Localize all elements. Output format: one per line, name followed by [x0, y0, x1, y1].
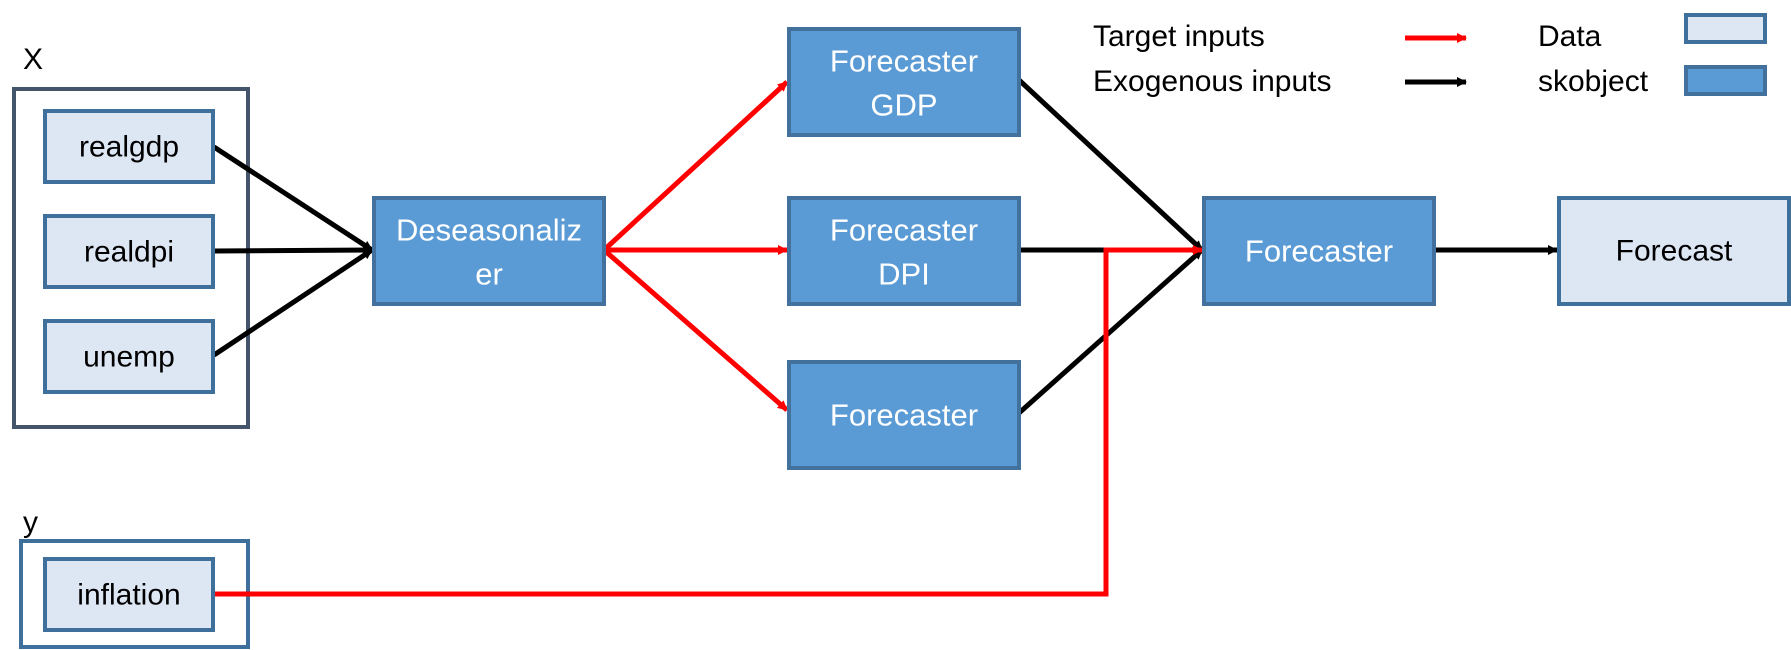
- node-forecaster-gdp: Forecaster GDP: [787, 27, 1021, 137]
- node-forecaster-dpi-label-line2: DPI: [878, 257, 930, 292]
- node-realdpi: realdpi: [43, 214, 215, 289]
- node-unemp-box: [43, 319, 215, 394]
- edge-realdpi-to-deseasonalizer: [213, 245, 373, 256]
- node-unemp: unemp: [43, 319, 215, 394]
- y-group-label: y: [23, 506, 38, 539]
- node-forecaster-final-label: Forecaster: [1245, 234, 1393, 269]
- edge-deseasonalizer-to-forecaster-unemp: [602, 248, 789, 412]
- node-realgdp: realgdp: [43, 109, 215, 184]
- node-realdpi-box: [43, 214, 215, 289]
- node-forecaster-dpi: Forecaster DPI: [787, 196, 1021, 306]
- legend: Target inputs Exogenous inputs Data skob…: [1093, 13, 1767, 98]
- edge-deseasonalizer-to-forecaster-gdp: [602, 80, 789, 252]
- legend-skobject-label: skobject: [1538, 65, 1649, 98]
- node-realgdp-box: [43, 109, 215, 184]
- legend-skobject-swatch: [1684, 65, 1767, 96]
- node-forecaster-gdp-label-line1: Forecaster: [830, 44, 978, 79]
- node-inflation-label: inflation: [77, 579, 180, 612]
- node-forecast-label: Forecast: [1616, 235, 1733, 268]
- node-forecaster-dpi-box: [787, 196, 1021, 306]
- node-forecast-box: [1557, 196, 1791, 306]
- node-forecaster-dpi-label-line1: Forecaster: [830, 213, 978, 248]
- node-unemp-label: unemp: [83, 341, 175, 374]
- legend-data-label: Data: [1538, 20, 1602, 53]
- node-realdpi-label: realdpi: [84, 236, 174, 269]
- legend-data-swatch: [1684, 13, 1767, 44]
- node-forecaster-gdp-label-line2: GDP: [870, 88, 937, 123]
- x-group-label: X: [23, 43, 43, 76]
- node-forecast: Forecast: [1557, 196, 1791, 306]
- exogenous-edges: [212, 78, 1558, 415]
- edge-realgdp-to-deseasonalizer: [212, 144, 374, 253]
- node-deseasonalizer-label-line2: er: [475, 257, 503, 292]
- node-deseasonalizer-box: [372, 196, 606, 306]
- target-edges: [214, 80, 1203, 597]
- edge-inflation-to-forecaster: [214, 245, 1203, 597]
- node-inflation-box: [43, 557, 215, 632]
- node-forecaster-final-box: [1202, 196, 1436, 306]
- node-forecaster-unemp-label: Forecaster: [830, 398, 978, 433]
- legend-exogenous-inputs-label: Exogenous inputs: [1093, 65, 1332, 98]
- node-deseasonalizer: Deseasonaliz er: [372, 196, 606, 306]
- node-deseasonalizer-label-line1: Deseasonaliz: [396, 213, 582, 248]
- node-forecaster-unemp-box: [787, 360, 1021, 470]
- node-forecaster-final: Forecaster: [1202, 196, 1436, 306]
- edge-forecaster-unemp-to-forecaster: [1017, 248, 1204, 415]
- node-inflation: inflation: [43, 557, 215, 632]
- legend-target-inputs-label: Target inputs: [1093, 20, 1265, 53]
- edge-unemp-to-deseasonalizer: [212, 247, 374, 358]
- x-group-box: [12, 87, 250, 429]
- node-realgdp-label: realgdp: [79, 131, 179, 164]
- edge-forecaster-gdp-to-forecaster: [1017, 78, 1204, 252]
- node-forecaster-unemp: Forecaster: [787, 360, 1021, 470]
- node-forecaster-gdp-box: [787, 27, 1021, 137]
